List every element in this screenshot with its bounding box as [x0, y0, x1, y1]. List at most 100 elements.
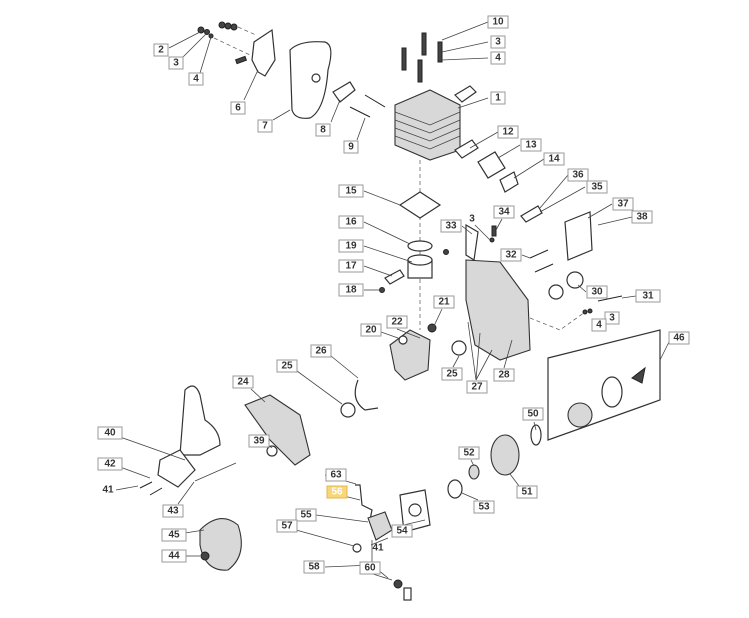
intake-gasket — [454, 139, 479, 159]
callout-3[interactable]: 3 — [604, 311, 620, 325]
callout-51[interactable]: 51 — [516, 485, 538, 499]
callout-42[interactable]: 42 — [97, 457, 123, 471]
callout-15[interactable]: 15 — [338, 184, 364, 198]
svg-text:4: 4 — [193, 74, 199, 85]
svg-text:15: 15 — [345, 186, 357, 197]
callout-38[interactable]: 38 — [631, 210, 653, 224]
heat-shield — [251, 28, 276, 77]
callout-37[interactable]: 37 — [612, 197, 634, 211]
svg-text:8: 8 — [320, 125, 326, 136]
callout-55[interactable]: 55 — [295, 508, 317, 522]
callout-9[interactable]: 9 — [343, 140, 359, 154]
svg-text:56: 56 — [331, 487, 343, 498]
svg-text:37: 37 — [617, 199, 629, 210]
callout-21[interactable]: 21 — [433, 295, 455, 309]
svg-text:44: 44 — [168, 551, 180, 562]
ignition-coil — [179, 385, 221, 456]
callout-2[interactable]: 2 — [153, 43, 169, 57]
svg-text:9: 9 — [348, 142, 354, 153]
callout-3[interactable]: 3 — [490, 35, 506, 49]
callout-40[interactable]: 40 — [97, 426, 123, 440]
svg-text:10: 10 — [492, 17, 504, 28]
callout-13[interactable]: 13 — [520, 138, 542, 152]
callout-52[interactable]: 52 — [458, 446, 480, 460]
callout-24[interactable]: 24 — [232, 375, 254, 389]
callout-57[interactable]: 57 — [276, 519, 298, 533]
callout-19[interactable]: 19 — [338, 239, 364, 253]
callout-35[interactable]: 35 — [586, 180, 608, 194]
callout-27[interactable]: 27 — [466, 380, 488, 394]
svg-text:45: 45 — [168, 530, 180, 541]
cylinder — [394, 89, 461, 161]
svg-text:41: 41 — [102, 485, 114, 496]
svg-text:31: 31 — [642, 291, 654, 302]
svg-text:58: 58 — [308, 562, 320, 573]
callout-53[interactable]: 53 — [473, 500, 495, 514]
callout-22[interactable]: 22 — [386, 315, 408, 329]
callout-25[interactable]: 25 — [276, 359, 298, 373]
svg-text:55: 55 — [300, 510, 312, 521]
callout-26[interactable]: 26 — [310, 344, 332, 358]
callout-31[interactable]: 31 — [635, 289, 661, 303]
cylinder-gasket — [398, 191, 442, 219]
callout-56-highlighted[interactable]: 56 — [326, 485, 348, 499]
callout-12[interactable]: 12 — [497, 125, 519, 139]
svg-text:3: 3 — [173, 58, 179, 69]
svg-text:13: 13 — [525, 140, 537, 151]
svg-text:3: 3 — [609, 313, 615, 324]
callout-10[interactable]: 10 — [487, 15, 509, 29]
callout-4[interactable]: 4 — [490, 51, 506, 65]
svg-text:2: 2 — [158, 45, 164, 56]
svg-text:28: 28 — [498, 370, 510, 381]
svg-text:20: 20 — [365, 325, 377, 336]
callout-3[interactable]: 3 — [469, 214, 475, 225]
callout-63[interactable]: 63 — [325, 468, 347, 482]
callout-1[interactable]: 1 — [490, 91, 506, 105]
callout-20[interactable]: 20 — [360, 323, 382, 337]
svg-text:50: 50 — [527, 409, 539, 420]
callout-6[interactable]: 6 — [230, 101, 246, 115]
callout-32[interactable]: 32 — [500, 248, 522, 262]
callout-54[interactable]: 54 — [391, 524, 413, 538]
callout-46[interactable]: 46 — [668, 331, 690, 345]
callout-18[interactable]: 18 — [338, 283, 364, 297]
callout-36[interactable]: 36 — [567, 168, 589, 182]
svg-text:3: 3 — [495, 37, 501, 48]
callout-41[interactable]: 41 — [372, 543, 384, 554]
parts — [139, 21, 661, 601]
callout-14[interactable]: 14 — [543, 152, 565, 166]
callout-60[interactable]: 60 — [359, 561, 381, 575]
callout-30[interactable]: 30 — [586, 285, 608, 299]
svg-text:34: 34 — [498, 207, 510, 218]
svg-text:36: 36 — [572, 170, 584, 181]
callout-4[interactable]: 4 — [591, 318, 607, 332]
callout-41[interactable]: 41 — [102, 485, 114, 496]
callout-43[interactable]: 43 — [162, 504, 184, 518]
callout-50[interactable]: 50 — [522, 407, 544, 421]
muffler — [289, 41, 332, 119]
sprocket — [490, 434, 520, 476]
svg-text:40: 40 — [104, 428, 116, 439]
callout-3[interactable]: 3 — [168, 56, 184, 70]
svg-text:25: 25 — [446, 369, 458, 380]
callout-44[interactable]: 44 — [161, 549, 187, 563]
callout-34[interactable]: 34 — [493, 205, 515, 219]
callout-4[interactable]: 4 — [188, 72, 204, 86]
muffler-gasket — [332, 81, 356, 103]
callout-8[interactable]: 8 — [315, 123, 331, 137]
callout-7[interactable]: 7 — [257, 119, 273, 133]
svg-text:16: 16 — [345, 217, 357, 228]
callout-16[interactable]: 16 — [338, 215, 364, 229]
callout-33[interactable]: 33 — [440, 219, 462, 233]
svg-text:7: 7 — [262, 121, 268, 132]
callout-25[interactable]: 25 — [441, 367, 463, 381]
callout-39[interactable]: 39 — [248, 434, 270, 448]
callout-45[interactable]: 45 — [161, 528, 187, 542]
oil-seal-wire — [354, 379, 379, 411]
callout-17[interactable]: 17 — [338, 259, 364, 273]
svg-text:38: 38 — [636, 212, 648, 223]
callout-28[interactable]: 28 — [493, 368, 515, 382]
svg-text:25: 25 — [281, 361, 293, 372]
callout-58[interactable]: 58 — [303, 560, 325, 574]
